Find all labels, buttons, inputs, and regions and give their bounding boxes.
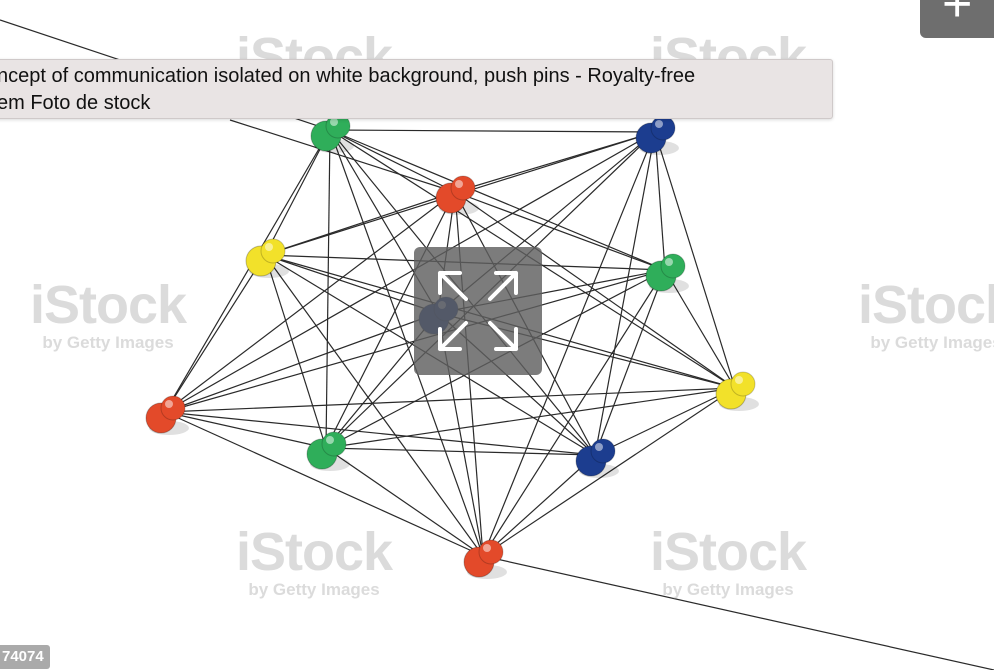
expand-image-button[interactable] [414, 247, 542, 375]
string-line [329, 129, 666, 271]
watermark-brand: iStock [650, 522, 807, 582]
watermark-tagline: by Getty Images [662, 580, 794, 599]
string-line [654, 131, 736, 389]
string-line [164, 312, 439, 413]
push-pins [145, 113, 759, 579]
plus-icon: + [942, 0, 973, 33]
string-line [264, 254, 484, 557]
watermark-brand: iStock [236, 522, 393, 582]
expand-arrows-icon [438, 271, 518, 351]
string-line [164, 129, 331, 413]
push-pin-blue [635, 115, 679, 155]
push-pin-red [145, 395, 189, 435]
push-pin-yellow [245, 238, 289, 278]
string-line [264, 254, 439, 314]
add-to-board-button[interactable]: + [920, 0, 994, 38]
string-line [482, 454, 596, 557]
string-line [164, 387, 736, 413]
string-line [264, 129, 331, 256]
push-pin-green [306, 431, 350, 471]
string-line [325, 447, 596, 456]
string-line [164, 254, 266, 413]
string-line [594, 269, 666, 456]
string-line [325, 191, 456, 449]
string-line [482, 269, 666, 557]
push-pin-blue [575, 438, 619, 478]
string-line [325, 447, 484, 557]
string-line [329, 129, 456, 193]
string-line [654, 131, 666, 271]
image-id-badge: 74074 [0, 645, 50, 669]
watermark-tagline: by Getty Images [248, 580, 380, 599]
watermark-brand: iStock [858, 275, 994, 335]
string-line [164, 131, 656, 413]
watermark-tagline: by Getty Images [42, 333, 174, 352]
push-pin-green [645, 253, 689, 293]
string-line [664, 269, 736, 389]
watermark-brand: iStock [30, 275, 187, 335]
tooltip-line-2: em Foto de stock [0, 92, 151, 114]
string-line [454, 191, 666, 271]
string-line [594, 131, 656, 456]
image-title-tooltip: ncept of communication isolated on white… [0, 59, 833, 119]
push-pin-yellow [715, 371, 759, 411]
tooltip-line-1: ncept of communication isolated on white… [0, 65, 696, 87]
watermark-tagline: by Getty Images [870, 333, 994, 352]
string-line [264, 254, 327, 449]
string-line [229, 119, 456, 193]
string-line [594, 387, 736, 456]
push-pin-red [463, 539, 507, 579]
string-line [164, 411, 596, 456]
push-pin-green [310, 113, 354, 153]
string-line [264, 191, 456, 256]
string-line [482, 387, 736, 557]
string-line [164, 411, 484, 557]
string-line [329, 129, 656, 133]
string-line [325, 387, 736, 449]
string-line [164, 411, 327, 449]
push-pin-red [435, 175, 479, 215]
string-line [482, 131, 656, 557]
string-line [482, 555, 994, 670]
string-line [164, 191, 456, 413]
